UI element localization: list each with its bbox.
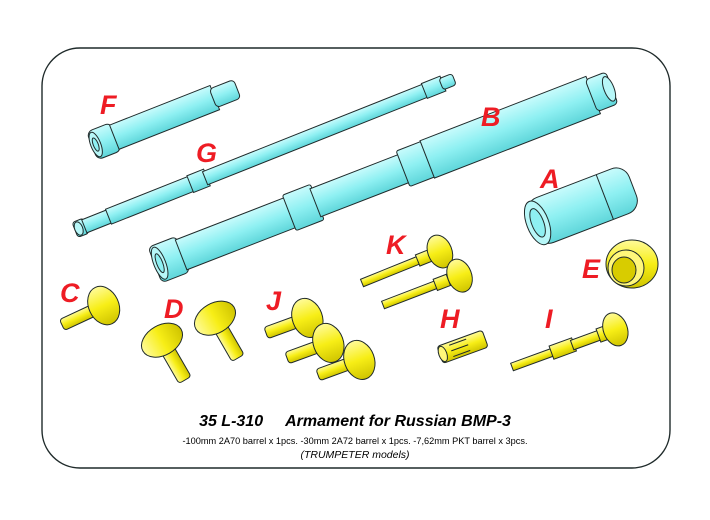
part-e [605,239,659,289]
part-k [359,234,473,310]
product-title: Armament for Russian BMP-3 [285,413,511,430]
label-e: E [582,254,601,284]
part-h [437,330,488,364]
caption-note: (TRUMPETER models) [300,449,410,461]
label-b: B [481,102,501,132]
label-k: K [386,230,406,260]
barrel-g [72,73,456,238]
label-c: C [60,278,80,308]
label-f: F [100,90,117,120]
label-a: A [540,164,560,194]
part-f [87,80,241,159]
label-d: D [164,294,184,324]
part-a [523,167,638,246]
label-g: G [196,138,218,168]
barrel-b [149,72,618,282]
product-code: 35 L-310 [199,413,264,430]
part-c [59,285,121,330]
label-i: I [545,304,553,334]
label-j: J [266,286,282,316]
part-d [141,300,244,383]
label-h: H [440,304,460,334]
caption-description: -100mm 2A70 barrel x 1pcs. -30mm 2A72 ba… [182,436,528,446]
caption-title: 35 L-310 Armament for Russian BMP-3 [0,413,710,431]
part-i [509,312,629,372]
part-j [264,297,376,381]
